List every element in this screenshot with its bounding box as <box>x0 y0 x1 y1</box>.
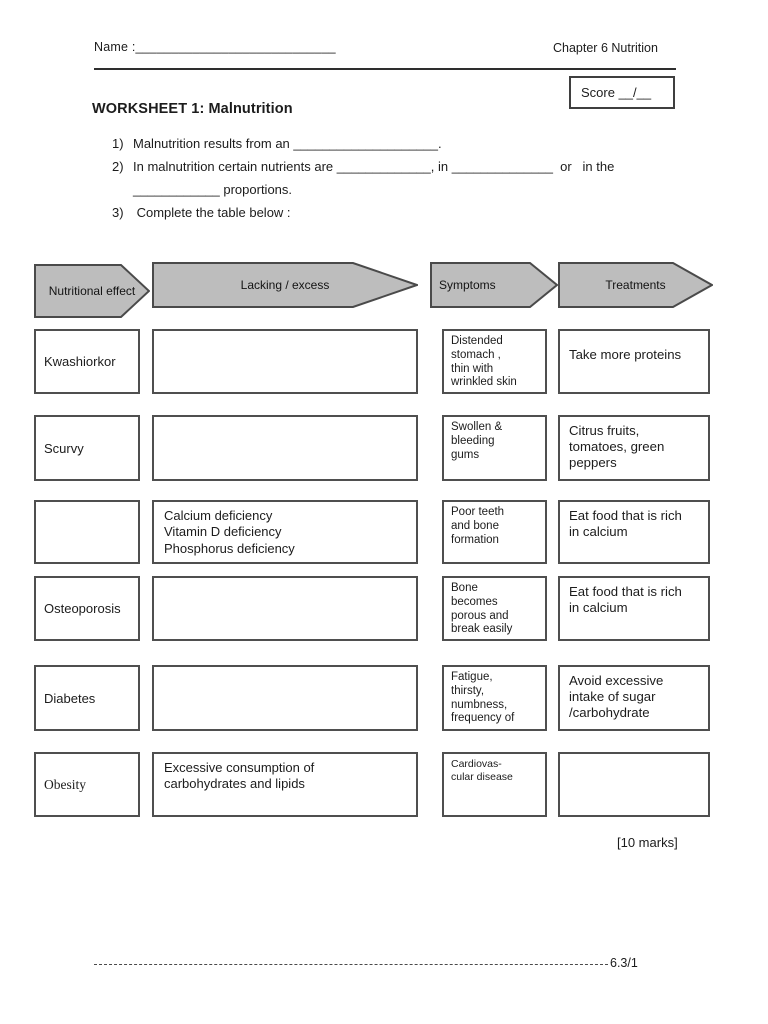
cell-effect-obesity: Obesity <box>34 752 140 817</box>
cell-lacking-row-6: Excessive consumption of carbohydrates a… <box>152 752 418 817</box>
question-1: 1) Malnutrition results from an _________… <box>112 136 442 151</box>
cell-lacking-row-3: Calcium deficiency Vitamin D deficiency … <box>152 500 418 564</box>
cell-treatments-row-5: Avoid excessive intake of sugar /carbohy… <box>558 665 710 731</box>
chapter-label: Chapter 6 Nutrition <box>553 41 658 55</box>
footer-dashed-line <box>94 964 608 965</box>
column-header-symptoms: Symptoms <box>430 262 558 308</box>
question-2-number: 2) <box>112 159 124 174</box>
column-header-label: Symptoms <box>439 278 496 292</box>
cell-effect-osteoporosis: Osteoporosis <box>34 576 140 641</box>
cell-lacking-row-4 <box>152 576 418 641</box>
score-label: Score __/__ <box>581 85 652 100</box>
cell-treatments-row-3: Eat food that is rich in calcium <box>558 500 710 564</box>
question-2-text-line-1: In malnutrition certain nutrients are __… <box>133 159 615 174</box>
marks-label: [10 marks] <box>617 835 678 850</box>
name-blank-line: Name :____________________________ <box>94 40 336 54</box>
column-header-nutritional-effect: Nutritional effect <box>34 264 150 318</box>
arrow-shape-icon <box>34 264 150 318</box>
cell-effect-scurvy: Scurvy <box>34 415 140 481</box>
cell-symptoms-row-2: Swollen & bleeding gums <box>442 415 547 481</box>
cell-symptoms-row-1: Distended stomach , thin with wrinkled s… <box>442 329 547 394</box>
cell-lacking-row-2 <box>152 415 418 481</box>
cell-symptoms-row-5: Fatigue, thirsty, numbness, frequency of <box>442 665 547 731</box>
question-1-number: 1) <box>112 136 124 151</box>
cell-symptoms-row-3: Poor teeth and bone formation <box>442 500 547 564</box>
cell-effect-diabetes: Diabetes <box>34 665 140 731</box>
arrow-shape-icon <box>152 262 418 308</box>
header-rule <box>94 68 676 70</box>
cell-treatments-row-6 <box>558 752 710 817</box>
question-2-line-2: ____________ proportions. <box>133 182 292 197</box>
column-header-treatments: Treatments <box>558 262 713 308</box>
column-header-label: Lacking / excess <box>240 278 330 292</box>
cell-lacking-row-5 <box>152 665 418 731</box>
arrow-shape-icon <box>430 262 558 308</box>
column-header-lacking-excess: Lacking / excess <box>152 262 418 308</box>
question-3-text: Complete the table below : <box>133 205 291 220</box>
arrow-shape-icon <box>558 262 713 308</box>
cell-effect-row-3 <box>34 500 140 564</box>
column-header-label: Nutritional effect <box>48 284 136 298</box>
cell-effect-kwashiorkor: Kwashiorkor <box>34 329 140 394</box>
footer-reference: 6.3/1 <box>610 956 638 970</box>
question-1-text: Malnutrition results from an ___________… <box>133 136 442 151</box>
cell-symptoms-row-4: Bone becomes porous and break easily <box>442 576 547 641</box>
question-2-text-line-2: ____________ proportions. <box>133 182 293 197</box>
cell-symptoms-row-6: Cardiovas- cular disease <box>442 752 547 817</box>
cell-lacking-row-1 <box>152 329 418 394</box>
cell-treatments-row-4: Eat food that is rich in calcium <box>558 576 710 641</box>
page-title: WORKSHEET 1: Malnutrition <box>92 101 293 117</box>
score-box: Score __/__ <box>569 76 675 109</box>
question-3: 3) Complete the table below : <box>112 205 291 220</box>
column-header-label: Treatments <box>605 278 666 292</box>
cell-treatments-row-2: Citrus fruits, tomatoes, green peppers <box>558 415 710 481</box>
cell-treatments-row-1: Take more proteins <box>558 329 710 394</box>
question-3-number: 3) <box>112 205 124 220</box>
question-2-line-1: 2) In malnutrition certain nutrients are … <box>112 159 614 174</box>
